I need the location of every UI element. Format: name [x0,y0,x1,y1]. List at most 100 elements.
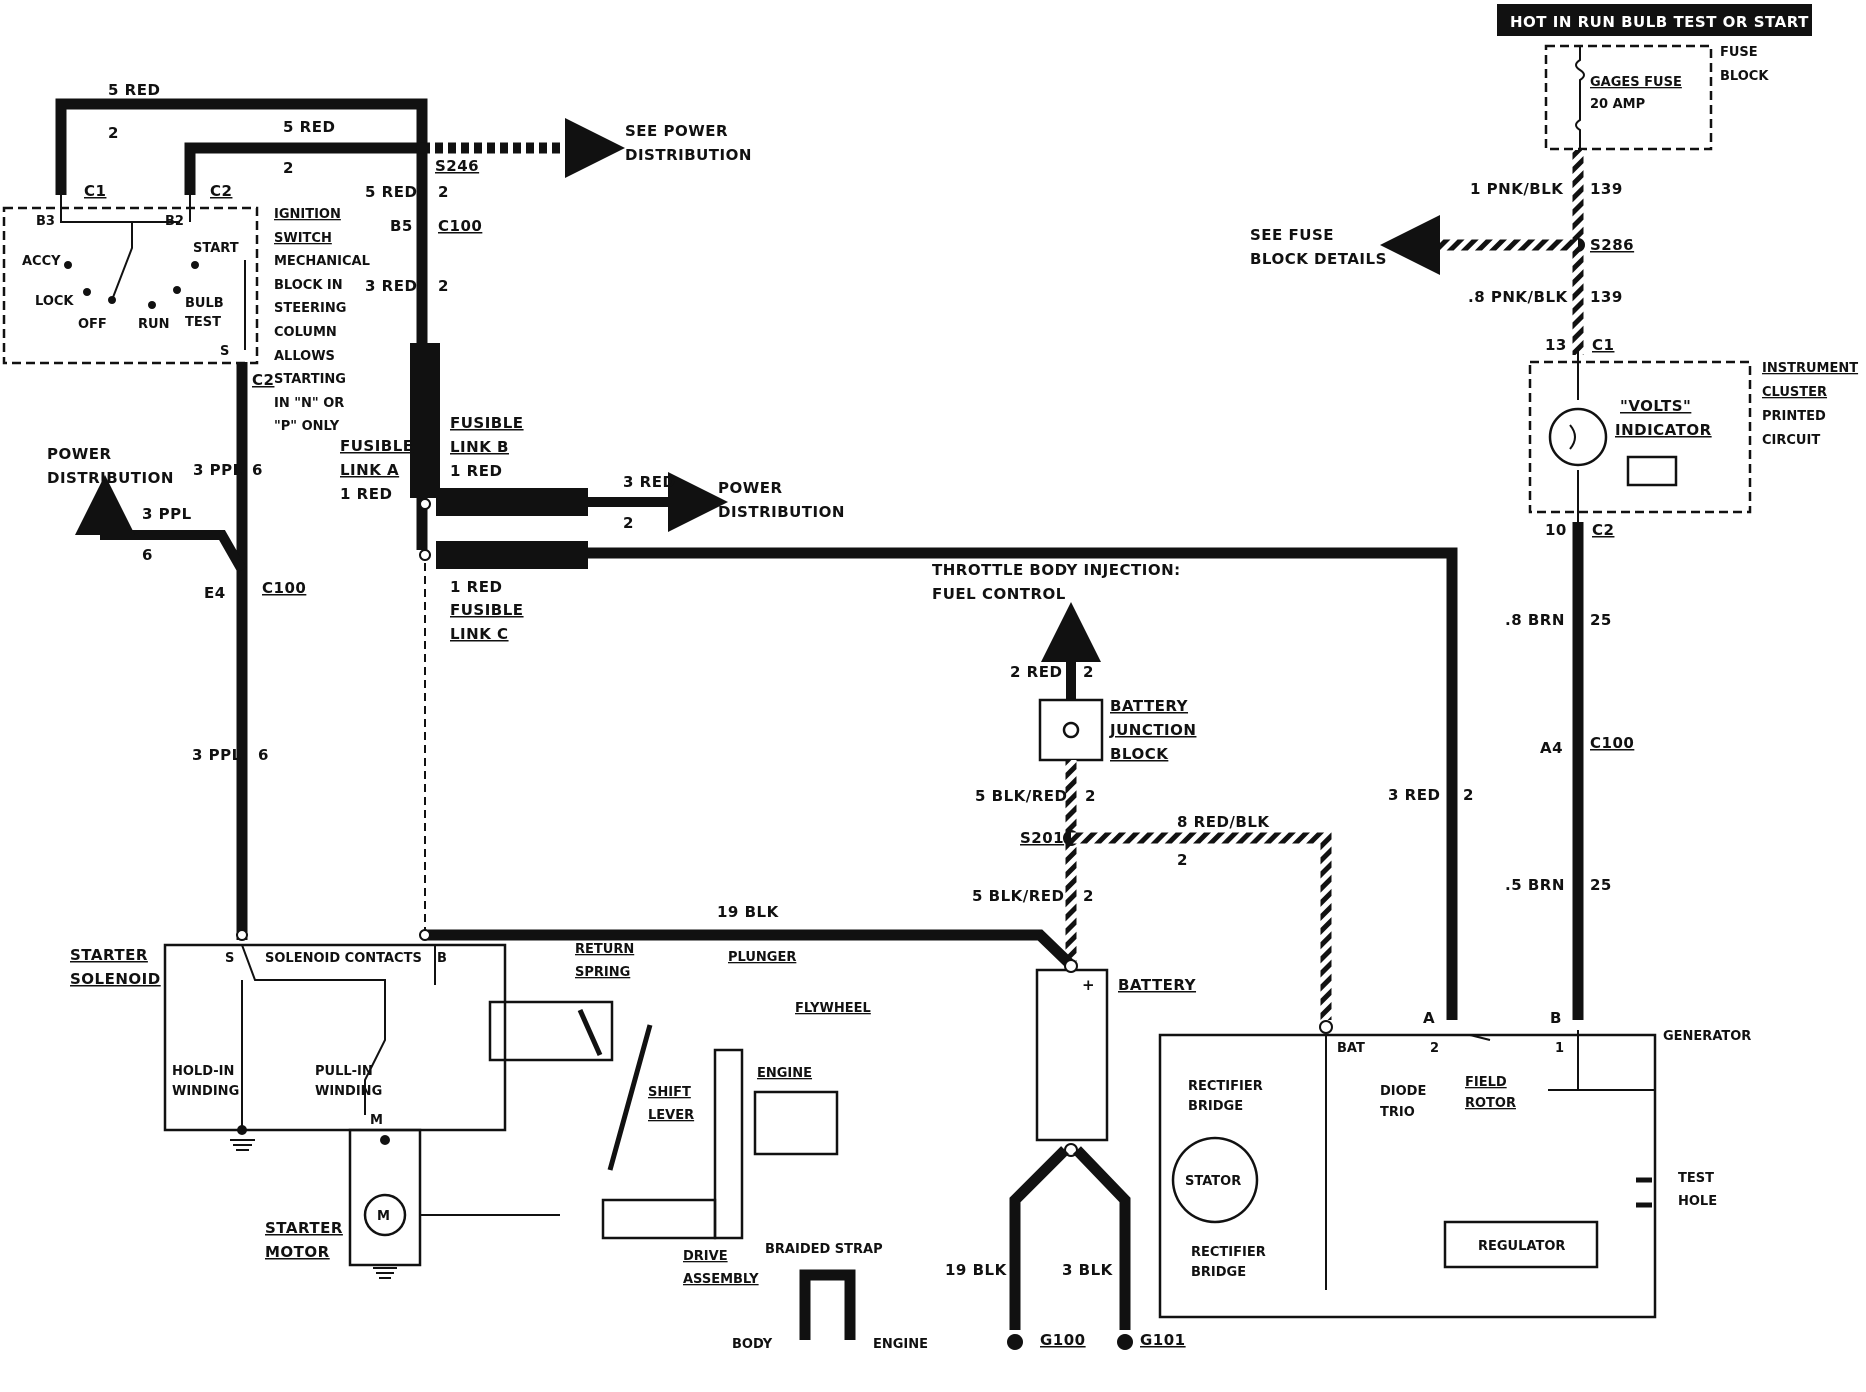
shift-lever-2: LEVER [648,1108,694,1123]
wire-3-blk: 3 BLK [1062,1261,1114,1279]
c100-c-label: C100 [1590,734,1634,752]
cluster-title-1: INSTRUMENT [1762,361,1858,376]
run-label: RUN [138,317,169,332]
pin-10: 10 [1545,521,1567,539]
see-power-ref-2: DISTRIBUTION [625,146,752,164]
solenoid-m: M [370,1113,383,1128]
starter-solenoid [163,943,614,1145]
fusible-a-1: FUSIBLE [340,437,414,455]
fusible-b-1: FUSIBLE [450,414,524,432]
g101-label: G101 [1140,1331,1186,1349]
wire-5-red-mid-num: 2 [283,159,294,177]
regulator-label: REGULATOR [1478,1239,1565,1254]
fusible-c-1: FUSIBLE [450,601,524,619]
battery-label: BATTERY [1118,976,1197,994]
svg-text:"P" ONLY: "P" ONLY [274,419,340,434]
wire-8-pnk-blk: .8 PNK/BLK [1468,288,1568,306]
wire-3-ppl-b-num: 6 [142,546,153,564]
c2-label: C2 [210,182,232,200]
c2-bottom-label: C2 [252,371,274,389]
svg-text:COLUMN: COLUMN [274,325,337,340]
battery-junction-block [1038,698,1104,762]
wire-8-red-blk: 8 RED/BLK [1177,813,1270,831]
s-label: S [220,344,229,359]
wire-5-red-top-num: 2 [108,124,119,142]
instrument-cluster: "VOLTS" INDICATOR INSTRUMENT CLUSTER PRI… [1528,350,1858,522]
body-label: BODY [732,1337,773,1352]
power-left-ref-2: DISTRIBUTION [47,469,174,487]
wire-5-blk-red-b: 5 BLK/RED [972,887,1065,905]
fusible-a-wire: 1 RED [340,485,392,503]
hot-in-run-label: HOT IN RUN BULB TEST OR START [1510,13,1809,31]
gen-1: 1 [1555,1041,1564,1056]
wire-19-blk-label: 19 BLK [717,903,780,921]
g100-label: G100 [1040,1331,1086,1349]
gen-a: A [1423,1009,1435,1027]
fusible-links [410,343,1458,1020]
test-hole-1: TEST [1678,1171,1714,1186]
wire-5-red-s246-num: 2 [438,183,449,201]
engine2-label: ENGINE [873,1337,928,1352]
s246-label: S246 [435,157,479,175]
hot-in-run-header: HOT IN RUN BULB TEST OR START [1497,4,1812,36]
tbi-ref-1: THROTTLE BODY INJECTION: [932,561,1181,579]
cluster-title-2: CLUSTER [1762,385,1827,400]
wire-3-red-c100: 3 RED [365,277,417,295]
wire-2-red-num: 2 [1083,663,1094,681]
flywheel-label: FLYWHEEL [795,1001,871,1016]
volts-label-1: "VOLTS" [1620,397,1691,415]
fusible-c-2: LINK C [450,625,509,643]
wire-3-red-gen: 3 RED [1388,786,1440,804]
wire-3-ppl-a-num: 6 [252,461,263,479]
tbi-ref-2: FUEL CONTROL [932,585,1066,603]
hold-in-1: HOLD-IN [172,1064,234,1079]
wire-19-blk [425,929,1075,969]
battery-symbol-icon [1626,455,1678,487]
starter-motor [348,1128,560,1267]
return-spring-1: RETURN [575,942,634,957]
c1-cluster: C1 [1592,336,1614,354]
hold-in-2: WINDING [172,1084,239,1099]
fusible-b-wire: 1 RED [450,462,502,480]
see-fuse-ref-1: SEE FUSE [1250,226,1334,244]
wire-5-red-s246: 5 RED [365,183,417,201]
svg-text:ALLOWS: ALLOWS [274,349,335,364]
c100-b-label: C100 [262,579,306,597]
field-rotor-1: FIELD [1465,1075,1507,1090]
gages-fuse-label: GAGES FUSE [1590,75,1682,90]
stator-label: STATOR [1185,1174,1241,1189]
ignition-switch: ACCY LOCK OFF RUN START BULB TEST B3 B2 … [2,98,625,550]
s201-label: S201 [1020,829,1064,847]
rectifier-2: BRIDGE [1188,1099,1243,1114]
field-rotor-2: ROTOR [1465,1096,1516,1111]
rectifier-1: RECTIFIER [1188,1079,1263,1094]
starter-motor-1: STARTER [265,1219,343,1237]
cluster-title-3: PRINTED [1762,409,1826,424]
fuse-block-title-2: BLOCK [1720,69,1769,84]
plunger-label: PLUNGER [728,950,796,965]
pin-13: 13 [1545,336,1567,354]
wire-5-blk-red-a: 5 BLK/RED [975,787,1068,805]
power-left-ref-1: POWER [47,445,112,463]
volts-label-2: INDICATOR [1615,421,1712,439]
wire-5-brn: .5 BRN [1505,876,1565,894]
fusible-b-2: LINK B [450,438,509,456]
off-label: OFF [78,317,107,332]
wire-5-red-mid [184,142,422,195]
return-spring-2: SPRING [575,965,630,980]
c2-cluster: C2 [1592,521,1614,539]
bulb-label: BULB [185,296,224,311]
braided-strap: BRAIDED STRAP [765,1242,883,1257]
wire-1-pnk-blk: 1 PNK/BLK [1470,180,1564,198]
starter-motor-2: MOTOR [265,1243,330,1261]
wire-5-blk-red-b-num: 2 [1083,887,1094,905]
test-label: TEST [185,315,221,330]
drive-assembly-2: ASSEMBLY [683,1272,759,1287]
wire-3-red-gen-num: 2 [1463,786,1474,804]
diode-trio-2: TRIO [1380,1105,1415,1120]
gen-b: B [1550,1009,1562,1027]
start-label: START [193,241,239,256]
engine-label: ENGINE [757,1066,812,1081]
shift-lever-1: SHIFT [648,1085,691,1100]
